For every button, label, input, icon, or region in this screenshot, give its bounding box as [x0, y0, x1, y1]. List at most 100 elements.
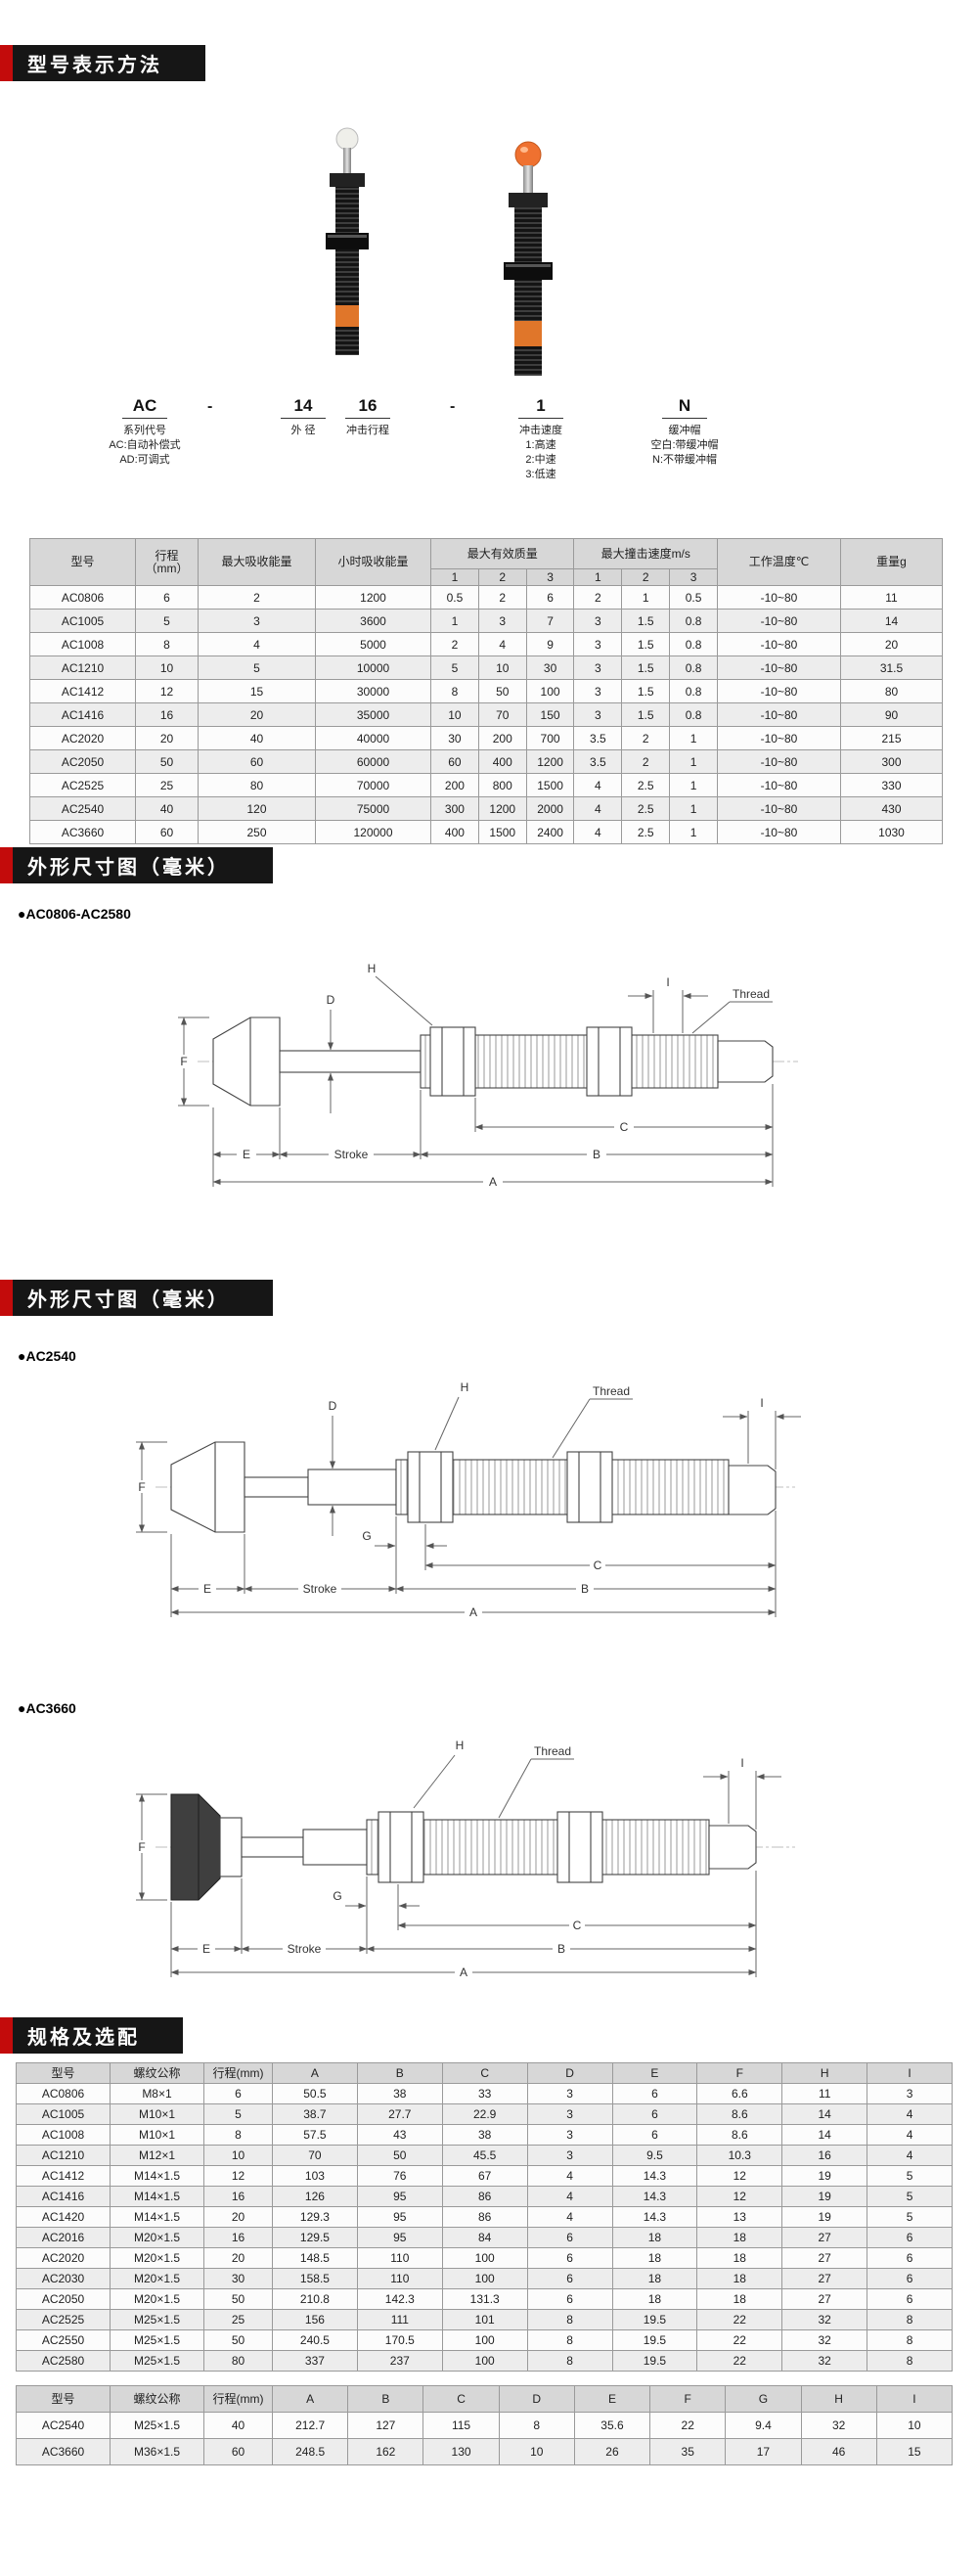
value-cell: 1: [669, 726, 718, 750]
dim-label-i: I: [760, 1396, 763, 1410]
column-header: 小时吸收能量: [315, 538, 431, 586]
model-cell: AC2540: [29, 796, 136, 821]
absorber-outline: [170, 1793, 757, 1901]
value-cell: 9: [525, 632, 575, 656]
value-cell: 2.5: [621, 796, 671, 821]
dim-label-h: H: [368, 962, 377, 975]
value-cell: 1.5: [621, 632, 671, 656]
value-cell: 3: [573, 679, 623, 703]
column-header: B: [356, 2062, 443, 2084]
value-cell: 50: [203, 2329, 273, 2351]
dim-label-stroke: Stroke: [303, 1582, 337, 1596]
value-cell: 6: [611, 2103, 698, 2125]
value-cell: 3: [573, 702, 623, 727]
value-cell: 4: [867, 2145, 953, 2166]
value-cell: 6: [526, 2268, 613, 2289]
value-cell: 130: [422, 2438, 500, 2465]
value-cell: 19.5: [611, 2309, 698, 2330]
value-cell: 32: [781, 2309, 868, 2330]
value-cell: M20×1.5: [110, 2227, 204, 2248]
value-cell: 170.5: [356, 2329, 443, 2351]
value-cell: M12×1: [110, 2145, 204, 2166]
red-accent-block: [0, 847, 13, 883]
value-cell: 248.5: [271, 2438, 349, 2465]
value-cell: 60000: [315, 749, 431, 774]
value-cell: 8: [203, 2124, 273, 2146]
value-cell: 100: [441, 2247, 528, 2269]
value-cell: 3: [573, 655, 623, 680]
value-cell: 19: [781, 2186, 868, 2207]
column-header: A: [272, 2062, 358, 2084]
value-cell: 95: [356, 2186, 443, 2207]
value-cell: -10~80: [717, 679, 841, 703]
red-accent-block: [0, 1280, 13, 1316]
code-diameter: 14: [281, 396, 326, 419]
value-cell: 32: [781, 2329, 868, 2351]
value-cell: 5: [135, 609, 199, 633]
value-cell: 100: [525, 679, 575, 703]
value-cell: 13: [696, 2206, 783, 2228]
value-cell: 5: [430, 655, 479, 680]
column-header: G: [725, 2385, 802, 2413]
model-cell: AC2016: [16, 2227, 111, 2248]
value-cell: 70: [272, 2145, 358, 2166]
value-cell: 1.5: [621, 655, 671, 680]
value-cell: 30: [525, 655, 575, 680]
value-cell: 8.6: [696, 2124, 783, 2146]
value-cell: 131.3: [441, 2288, 528, 2310]
value-cell: 8: [526, 2309, 613, 2330]
model-cell: AC2030: [16, 2268, 111, 2289]
section-title: 型号表示方法: [13, 45, 205, 81]
dim-label-g: G: [362, 1529, 371, 1543]
series-desc-3: AD:可调式: [119, 454, 170, 466]
dim-label-thread: Thread: [733, 987, 770, 1001]
section-header-dimensions-1: 外形尺寸图（毫米）: [0, 847, 273, 883]
value-cell: 6: [867, 2268, 953, 2289]
value-cell: 212.7: [271, 2412, 349, 2439]
nut-highlight: [506, 264, 551, 267]
value-cell: 1: [669, 820, 718, 844]
column-header: I: [867, 2062, 953, 2084]
value-cell: 16: [135, 702, 199, 727]
stop-nut: [509, 193, 548, 207]
dim-label-b: B: [581, 1582, 589, 1596]
dim-label-d: D: [327, 993, 335, 1007]
value-cell: 3600: [315, 609, 431, 633]
hex-nut: [407, 1451, 454, 1523]
dim-label-stroke: Stroke: [334, 1148, 369, 1161]
value-cell: 3: [526, 2083, 613, 2104]
value-cell: 1: [669, 773, 718, 797]
value-cell: 19.5: [611, 2350, 698, 2372]
value-cell: 60: [135, 820, 199, 844]
column-header: 2: [621, 568, 671, 586]
value-cell: -10~80: [717, 726, 841, 750]
value-cell: 6: [867, 2227, 953, 2248]
value-cell: 25: [135, 773, 199, 797]
value-cell: 250: [198, 820, 316, 844]
value-cell: 6: [526, 2247, 613, 2269]
dim-label-h: H: [461, 1380, 469, 1394]
value-cell: 40: [203, 2412, 273, 2439]
code-dash-1: -: [207, 398, 213, 415]
column-header: D: [498, 2385, 575, 2413]
value-cell: 95: [356, 2206, 443, 2228]
value-cell: 84: [441, 2227, 528, 2248]
model-cell: AC1412: [16, 2165, 111, 2187]
value-cell: 129.3: [272, 2206, 358, 2228]
value-cell: 1.5: [621, 609, 671, 633]
value-cell: 3.5: [573, 749, 623, 774]
performance-table: 型号 行程（mm） 最大吸收能量 小时吸收能量 最大有效质量 最大撞击速度m/s…: [29, 538, 943, 844]
value-cell: 40: [198, 726, 316, 750]
dimension-diagram-ac0806-ac2580: F D H I Thread C E Stroke B A: [176, 962, 798, 1189]
column-header: 螺纹公称: [110, 2062, 204, 2084]
cap-desc-3: N:不带缓冲帽: [652, 454, 717, 466]
washer: [219, 1817, 243, 1877]
column-header: 螺纹公称: [110, 2385, 204, 2413]
value-cell: 27.7: [356, 2103, 443, 2125]
value-cell: 150: [525, 702, 575, 727]
